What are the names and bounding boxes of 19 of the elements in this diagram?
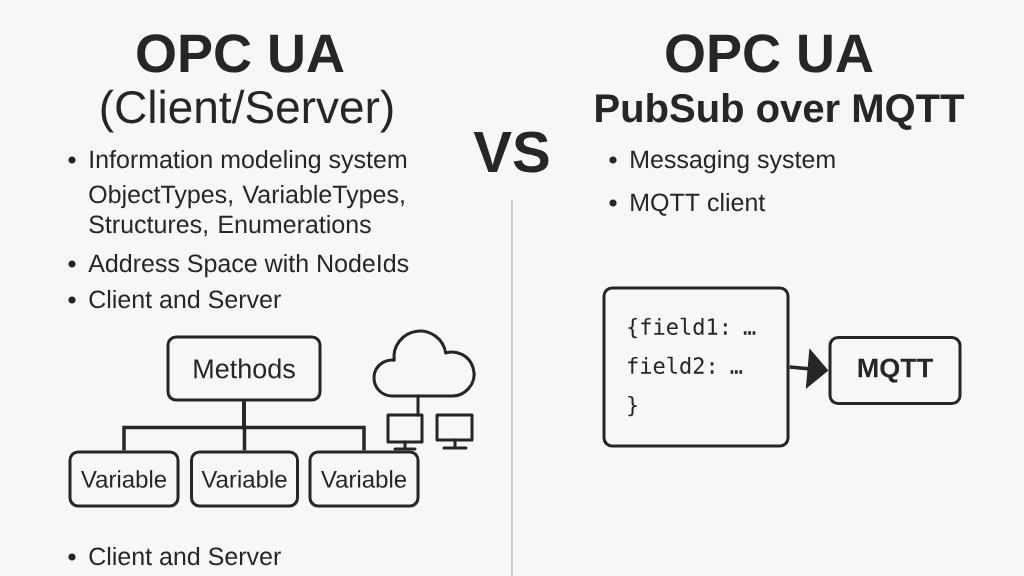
tree-box: Variable <box>68 450 180 508</box>
bullet-text: Client and Server <box>89 289 281 309</box>
tree-box: Methods <box>166 335 322 402</box>
heading: OPC UA <box>137 34 344 73</box>
bullet-text: MQTT client <box>631 192 766 216</box>
bullet-text: Information modeling system <box>90 149 407 174</box>
bullet-text: Client and Server <box>89 546 281 566</box>
bullet-text: ObjectTypes, VariableTypes, Structures, Enumerations <box>89 184 404 237</box>
subheading: (Client/Server) <box>101 89 393 133</box>
connector <box>242 401 366 451</box>
tree-box: Variable <box>190 450 299 508</box>
bullet-text: Address Space with NodeIds <box>88 253 409 278</box>
bullet-text: Messaging system <box>631 149 835 174</box>
subheading: PubSub over MQTT <box>596 93 965 130</box>
code-box: {field1: … field2: … } <box>602 286 790 448</box>
vs-label: VS <box>473 131 549 173</box>
heading: OPC UA <box>666 34 873 73</box>
rounded-box: MQTT <box>828 336 962 405</box>
tree-box: Variable <box>308 450 420 508</box>
